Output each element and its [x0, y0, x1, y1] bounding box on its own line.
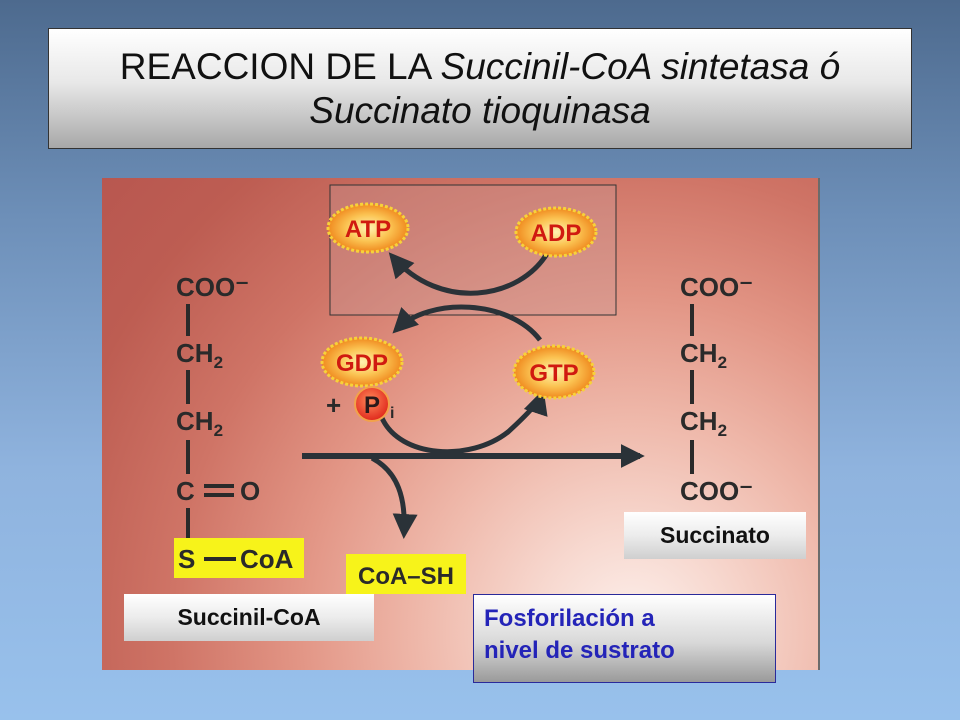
title-line-2: Succinato tioquinasa: [309, 89, 650, 133]
gdp-oval: GDP: [320, 336, 404, 388]
right-coo-group-bottom: COO⁻: [680, 476, 753, 506]
succinyl-coa-label-box: Succinil-CoA: [124, 594, 374, 641]
coash-box: CoA–SH: [346, 554, 466, 594]
right-ch2-1: CH2: [680, 338, 727, 372]
atp-oval: ATP: [326, 202, 410, 254]
substrate-phosphorylation-box: Fosforilación a nivel de sustrato: [473, 594, 776, 683]
succinyl-coa-label: Succinil-CoA: [177, 604, 321, 630]
left-coo-group: COO⁻: [176, 272, 249, 302]
left-ch2-1: CH2: [176, 338, 223, 372]
left-carbonyl-oxygen: O: [240, 476, 260, 506]
s-coa-yellow-box: [174, 538, 304, 578]
succinate-label-box: Succinato: [624, 512, 806, 559]
succinyl-coa-structure: COO⁻ CH2 CH2 C O S CoA: [174, 272, 304, 578]
right-coo-group-top: COO⁻: [680, 272, 753, 302]
coash-label: CoA–SH: [358, 563, 454, 590]
gtp-to-gdp-arrow: [392, 304, 542, 342]
slide-title: REACCION DE LA Succinil-CoA sintetasa ó …: [48, 28, 912, 149]
atp-label: ATP: [345, 216, 391, 243]
right-ch2-2: CH2: [680, 406, 727, 440]
adp-oval: ADP: [514, 206, 598, 258]
adp-to-atp-arrow: [388, 250, 551, 296]
gtp-label: GTP: [529, 360, 578, 387]
panel-edge: [818, 178, 820, 670]
phosphate-circle: P: [354, 386, 390, 422]
substrate-phosphorylation-line-2: nivel de sustrato: [484, 637, 675, 664]
left-coa: CoA: [240, 544, 294, 574]
title-line-1: REACCION DE LA Succinil-CoA sintetasa ó: [120, 45, 840, 89]
title-enzyme-alt-name: Succinato tioquinasa: [309, 89, 651, 131]
left-ch2-2: CH2: [176, 406, 223, 440]
left-carbonyl-carbon: C: [176, 476, 195, 506]
gdp-to-gtp-arrow: [379, 389, 548, 455]
gtp-oval: GTP: [512, 344, 596, 400]
gdp-label: GDP: [336, 350, 388, 377]
title-enzyme-name: Succinil-CoA sintetasa ó: [440, 45, 841, 87]
substrate-phosphorylation-line-1: Fosforilación a: [484, 605, 655, 632]
adp-label: ADP: [531, 220, 582, 247]
coash-release-arrow: [370, 455, 418, 539]
phosphate-label: P: [364, 392, 380, 419]
succinate-label: Succinato: [660, 522, 770, 548]
phosphate-subscript: i: [390, 405, 394, 422]
title-plain-text: REACCION DE LA: [119, 45, 441, 87]
succinate-structure: COO⁻ CH2 CH2 COO⁻: [680, 272, 753, 506]
plus-sign: +: [326, 390, 341, 420]
left-sulfur: S: [178, 544, 195, 574]
